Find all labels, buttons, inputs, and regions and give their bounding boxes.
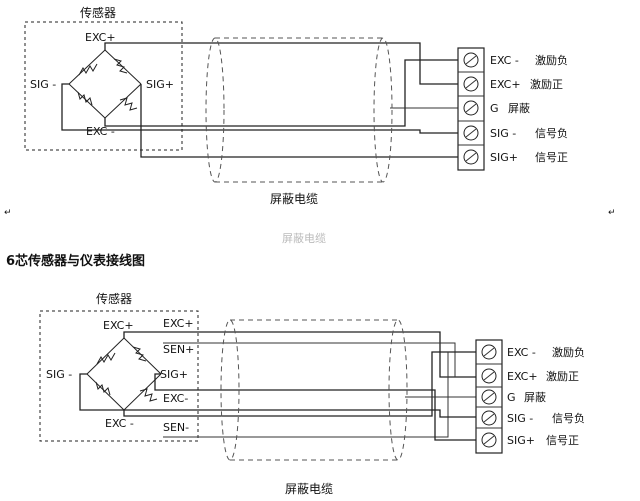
terminal-code: SIG+ xyxy=(490,151,518,164)
bottom-wires xyxy=(79,331,480,441)
bottom-exc-minus-label: EXC - xyxy=(105,417,134,430)
bottom-terminal-labels: EXC - 激励负 EXC+ 激励正 G 屏蔽 SIG - 信号负 SIG+ 信… xyxy=(507,345,585,447)
terminal-desc: 激励负 xyxy=(535,53,568,67)
stray-text: 屏蔽电缆 xyxy=(282,232,326,245)
top-sig-minus-label: SIG - xyxy=(30,78,56,91)
screw-icon xyxy=(463,76,479,92)
screw-icon xyxy=(481,410,497,426)
screw-icon xyxy=(481,432,497,448)
bottom-bridge xyxy=(86,337,162,411)
screw-icon xyxy=(481,368,497,384)
top-exc-plus-label: EXC+ xyxy=(85,31,116,44)
bottom-side-labels: EXC+ SEN+ EXC- SEN- xyxy=(163,317,194,434)
screw-icon xyxy=(463,100,479,116)
top-wires xyxy=(61,42,460,158)
side-label-sen-plus: SEN+ xyxy=(163,343,194,356)
screw-icon xyxy=(463,149,479,165)
top-shield-cable xyxy=(205,37,393,183)
screw-icon xyxy=(463,52,479,68)
top-diagram: 传感器 EXC+ EXC - SIG - SIG+ xyxy=(24,5,568,206)
paragraph-mark: ↵ xyxy=(608,208,616,218)
terminal-desc: 信号负 xyxy=(552,411,585,425)
terminal-desc: 激励正 xyxy=(546,369,579,383)
terminal-desc: 信号负 xyxy=(535,126,568,140)
terminal-desc: 信号正 xyxy=(535,151,568,164)
terminal-code: G xyxy=(490,102,499,115)
terminal-code: EXC - xyxy=(507,346,536,359)
terminal-desc: 激励负 xyxy=(552,345,585,359)
side-label-sen-minus: SEN- xyxy=(163,421,189,434)
bottom-sensor-label: 传感器 xyxy=(96,291,132,306)
terminal-desc: 屏蔽 xyxy=(524,391,546,404)
side-label-exc-plus: EXC+ xyxy=(163,317,194,330)
bottom-heading: 6芯传感器与仪表接线图 xyxy=(6,253,145,269)
terminal-code: SIG - xyxy=(490,127,516,140)
top-sig-plus-label: SIG+ xyxy=(146,78,174,91)
bottom-diagram: 6芯传感器与仪表接线图 传感器 EXC+ EXC - SIG - SIG+ EX… xyxy=(6,253,585,496)
terminal-code: SIG+ xyxy=(507,434,535,447)
screw-icon xyxy=(463,125,479,141)
terminal-code: EXC+ xyxy=(507,370,538,383)
top-bridge xyxy=(68,49,142,119)
top-terminal-block xyxy=(457,47,485,171)
top-terminal-labels: EXC - 激励负 EXC+ 激励正 G 屏蔽 SIG - 信号负 SIG+ 信… xyxy=(490,53,568,164)
bottom-cable-label: 屏蔽电缆 xyxy=(285,482,333,496)
bottom-sensor-box xyxy=(39,310,199,442)
terminal-desc: 激励正 xyxy=(530,77,563,91)
terminal-desc: 信号正 xyxy=(546,434,579,447)
bottom-sig-minus-label: SIG - xyxy=(46,368,72,381)
bottom-terminal-block xyxy=(475,339,503,454)
paragraph-mark: ↵ xyxy=(4,208,12,218)
terminal-code: SIG - xyxy=(507,412,533,425)
bottom-sig-plus-label: SIG+ xyxy=(160,368,188,381)
screw-icon xyxy=(481,389,497,405)
terminal-code: EXC - xyxy=(490,54,519,67)
terminal-code: G xyxy=(507,391,516,404)
screw-icon xyxy=(481,344,497,360)
top-exc-minus-label: EXC - xyxy=(86,125,115,138)
top-sensor-label: 传感器 xyxy=(80,5,116,20)
side-label-exc-minus: EXC- xyxy=(163,392,188,405)
top-cable-label: 屏蔽电缆 xyxy=(270,192,318,206)
bottom-shield-cable xyxy=(220,319,408,461)
terminal-code: EXC+ xyxy=(490,78,521,91)
top-sensor-box xyxy=(24,21,183,151)
terminal-desc: 屏蔽 xyxy=(508,102,530,115)
bottom-exc-plus-label: EXC+ xyxy=(103,319,134,332)
